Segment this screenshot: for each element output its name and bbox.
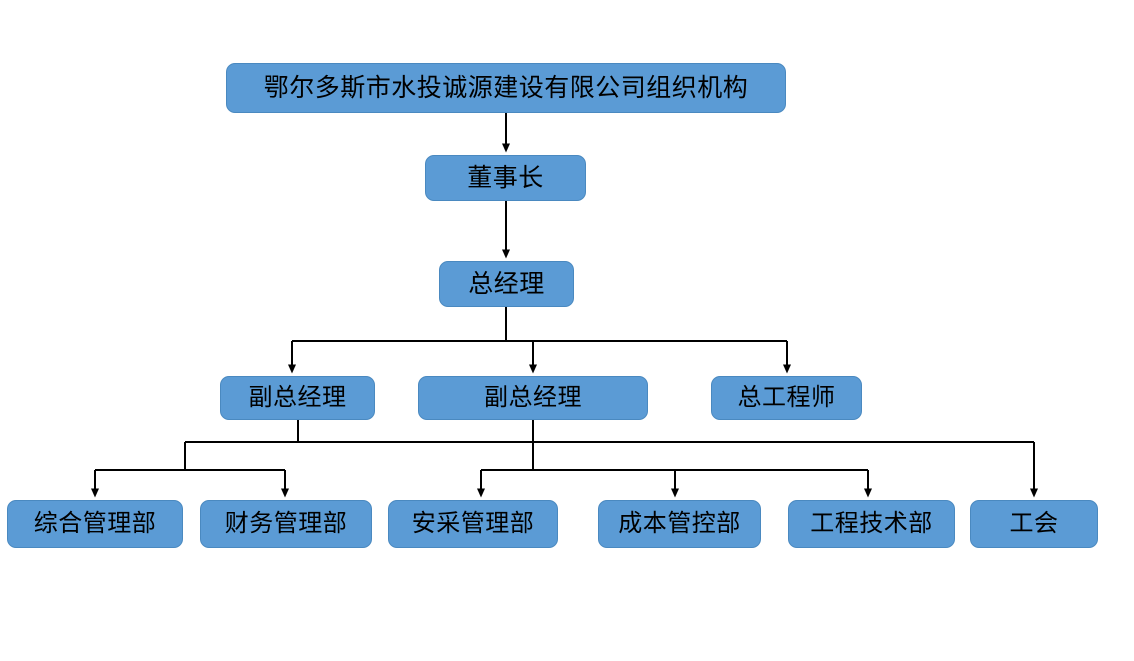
org-node-label: 总经理: [468, 270, 545, 298]
org-node-dept-safety-procurement[interactable]: 安采管理部: [388, 500, 558, 548]
org-node-label: 财务管理部: [224, 511, 348, 537]
org-node-label: 副总经理: [484, 385, 582, 411]
org-node-labor-union[interactable]: 工会: [970, 500, 1098, 548]
org-node-label: 鄂尔多斯市水投诚源建设有限公司组织机构: [263, 74, 749, 102]
org-node-deputy-manager-2[interactable]: 副总经理: [418, 376, 648, 420]
org-node-label: 副总经理: [248, 385, 347, 411]
org-node-dept-engineering-tech[interactable]: 工程技术部: [788, 500, 955, 548]
org-node-label: 综合管理部: [33, 511, 157, 537]
org-node-dept-cost-control[interactable]: 成本管控部: [598, 500, 761, 548]
org-node-label: 成本管控部: [618, 511, 741, 537]
org-node-deputy-manager-1[interactable]: 副总经理: [220, 376, 375, 420]
org-node-root[interactable]: 鄂尔多斯市水投诚源建设有限公司组织机构: [226, 63, 786, 113]
org-node-dept-finance[interactable]: 财务管理部: [200, 500, 372, 548]
org-node-label: 工程技术部: [810, 511, 933, 537]
org-node-label: 安采管理部: [411, 511, 535, 537]
org-node-general-manager[interactable]: 总经理: [439, 261, 574, 307]
org-node-label: 总工程师: [737, 385, 836, 411]
org-node-label: 工会: [1009, 511, 1059, 537]
org-node-dept-general-admin[interactable]: 综合管理部: [7, 500, 183, 548]
org-node-label: 董事长: [467, 164, 544, 192]
org-node-chairman[interactable]: 董事长: [425, 155, 586, 201]
org-node-chief-engineer[interactable]: 总工程师: [711, 376, 862, 420]
